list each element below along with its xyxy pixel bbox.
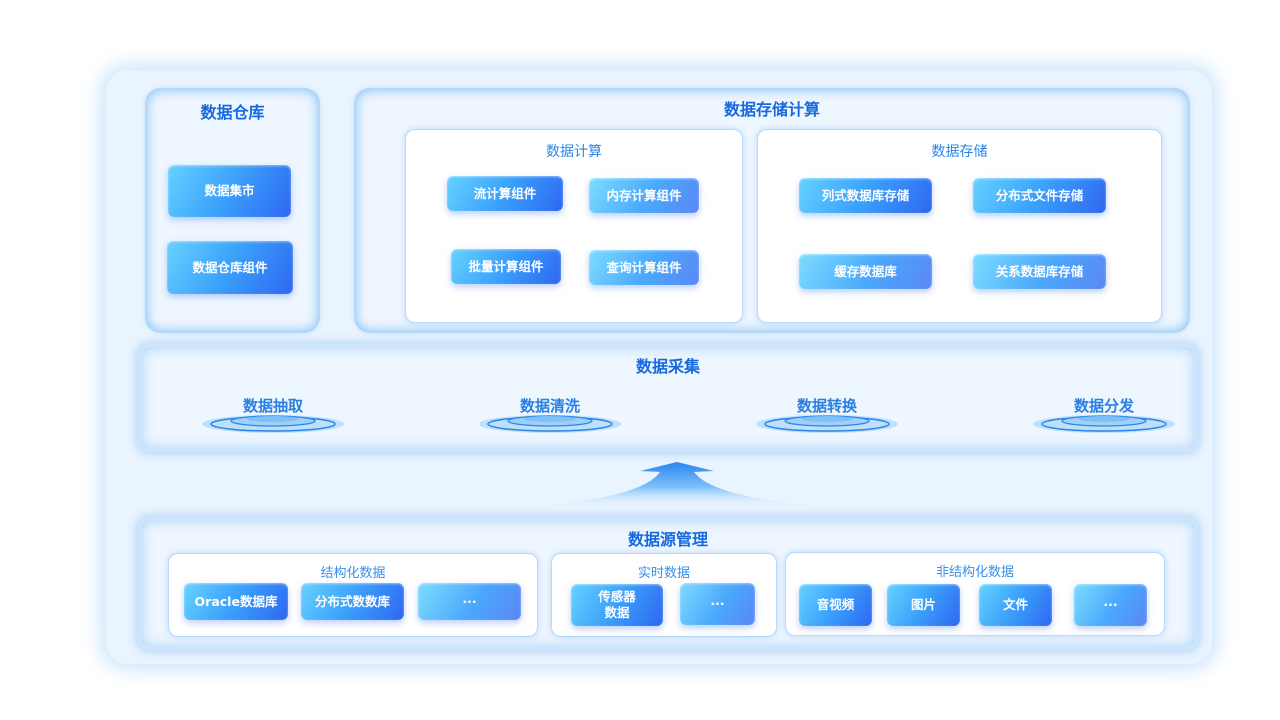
relational-db-node: 关系数据库存储 [973, 254, 1106, 289]
warehouse-title: 数据仓库 [200, 103, 265, 122]
columnar-db-node: 列式数据库存储 [799, 178, 932, 213]
source-panel: 数据源管理 结构化数据 Oracle数据库 分布式数数库 ··· 实时数据 传感… [138, 517, 1198, 650]
stream-compute-node: 流计算组件 [447, 176, 563, 211]
sensor-data-node: 传感器 数据 [571, 584, 663, 626]
storage-compute-panel: 数据存储计算 数据计算 流计算组件 内存计算组件 批量计算组件 查询计算组件 数… [354, 88, 1190, 333]
stage-label: 数据转换 [796, 397, 857, 415]
file-node: 文件 [979, 584, 1052, 626]
source-title: 数据源管理 [627, 530, 708, 549]
ripple-icon [756, 415, 898, 433]
realtime-title: 实时数据 [637, 566, 690, 581]
stage-label: 数据清洗 [519, 397, 580, 415]
storage-title: 数据存储 [931, 144, 988, 160]
compute-card: 数据计算 流计算组件 内存计算组件 批量计算组件 查询计算组件 [405, 129, 743, 323]
data-mart-node: 数据集市 [168, 165, 291, 217]
collection-stage-extract: 数据抽取 [193, 395, 353, 465]
distributed-db-node: 分布式数数库 [301, 583, 404, 620]
realtime-more-node: ··· [680, 583, 755, 625]
structured-more-node: ··· [418, 583, 521, 620]
image-node: 图片 [887, 584, 960, 626]
collection-title: 数据采集 [635, 357, 700, 376]
stage-label: 数据分发 [1073, 397, 1134, 415]
query-compute-node: 查询计算组件 [589, 250, 699, 285]
stage-label: 数据抽取 [242, 397, 303, 415]
cache-db-node: 缓存数据库 [799, 254, 932, 289]
ripple-icon [479, 415, 621, 433]
unstructured-title: 非结构化数据 [935, 565, 1014, 580]
storage-card: 数据存储 列式数据库存储 分布式文件存储 缓存数据库 关系数据库存储 [757, 129, 1162, 323]
ripple-icon [1033, 415, 1175, 433]
distributed-file-node: 分布式文件存储 [973, 178, 1106, 213]
memory-compute-node: 内存计算组件 [589, 178, 699, 213]
ripple-icon [202, 415, 344, 433]
collection-stage-transform: 数据转换 [747, 395, 907, 465]
upward-flow-arrow-icon [520, 462, 840, 508]
audio-video-node: 音视频 [799, 584, 872, 626]
collection-stage-distribute: 数据分发 [1024, 395, 1184, 465]
structured-card: 结构化数据 Oracle数据库 分布式数数库 ··· [168, 553, 538, 637]
unstructured-card: 非结构化数据 音视频 图片 文件 ··· [785, 552, 1165, 636]
storage-compute-title: 数据存储计算 [723, 100, 820, 119]
warehouse-component-node: 数据仓库组件 [167, 241, 293, 294]
unstructured-more-node: ··· [1074, 584, 1147, 626]
warehouse-panel: 数据仓库 数据集市 数据仓库组件 [145, 88, 320, 333]
batch-compute-node: 批量计算组件 [451, 249, 561, 284]
realtime-card: 实时数据 传感器 数据 ··· [551, 553, 777, 637]
collection-stage-clean: 数据清洗 [470, 395, 630, 465]
structured-title: 结构化数据 [320, 566, 386, 581]
compute-title: 数据计算 [546, 144, 602, 160]
collection-panel: 数据采集 数据抽取 数据清洗 数据转换 数据分发 [138, 344, 1198, 452]
oracle-db-node: Oracle数据库 [184, 583, 288, 620]
